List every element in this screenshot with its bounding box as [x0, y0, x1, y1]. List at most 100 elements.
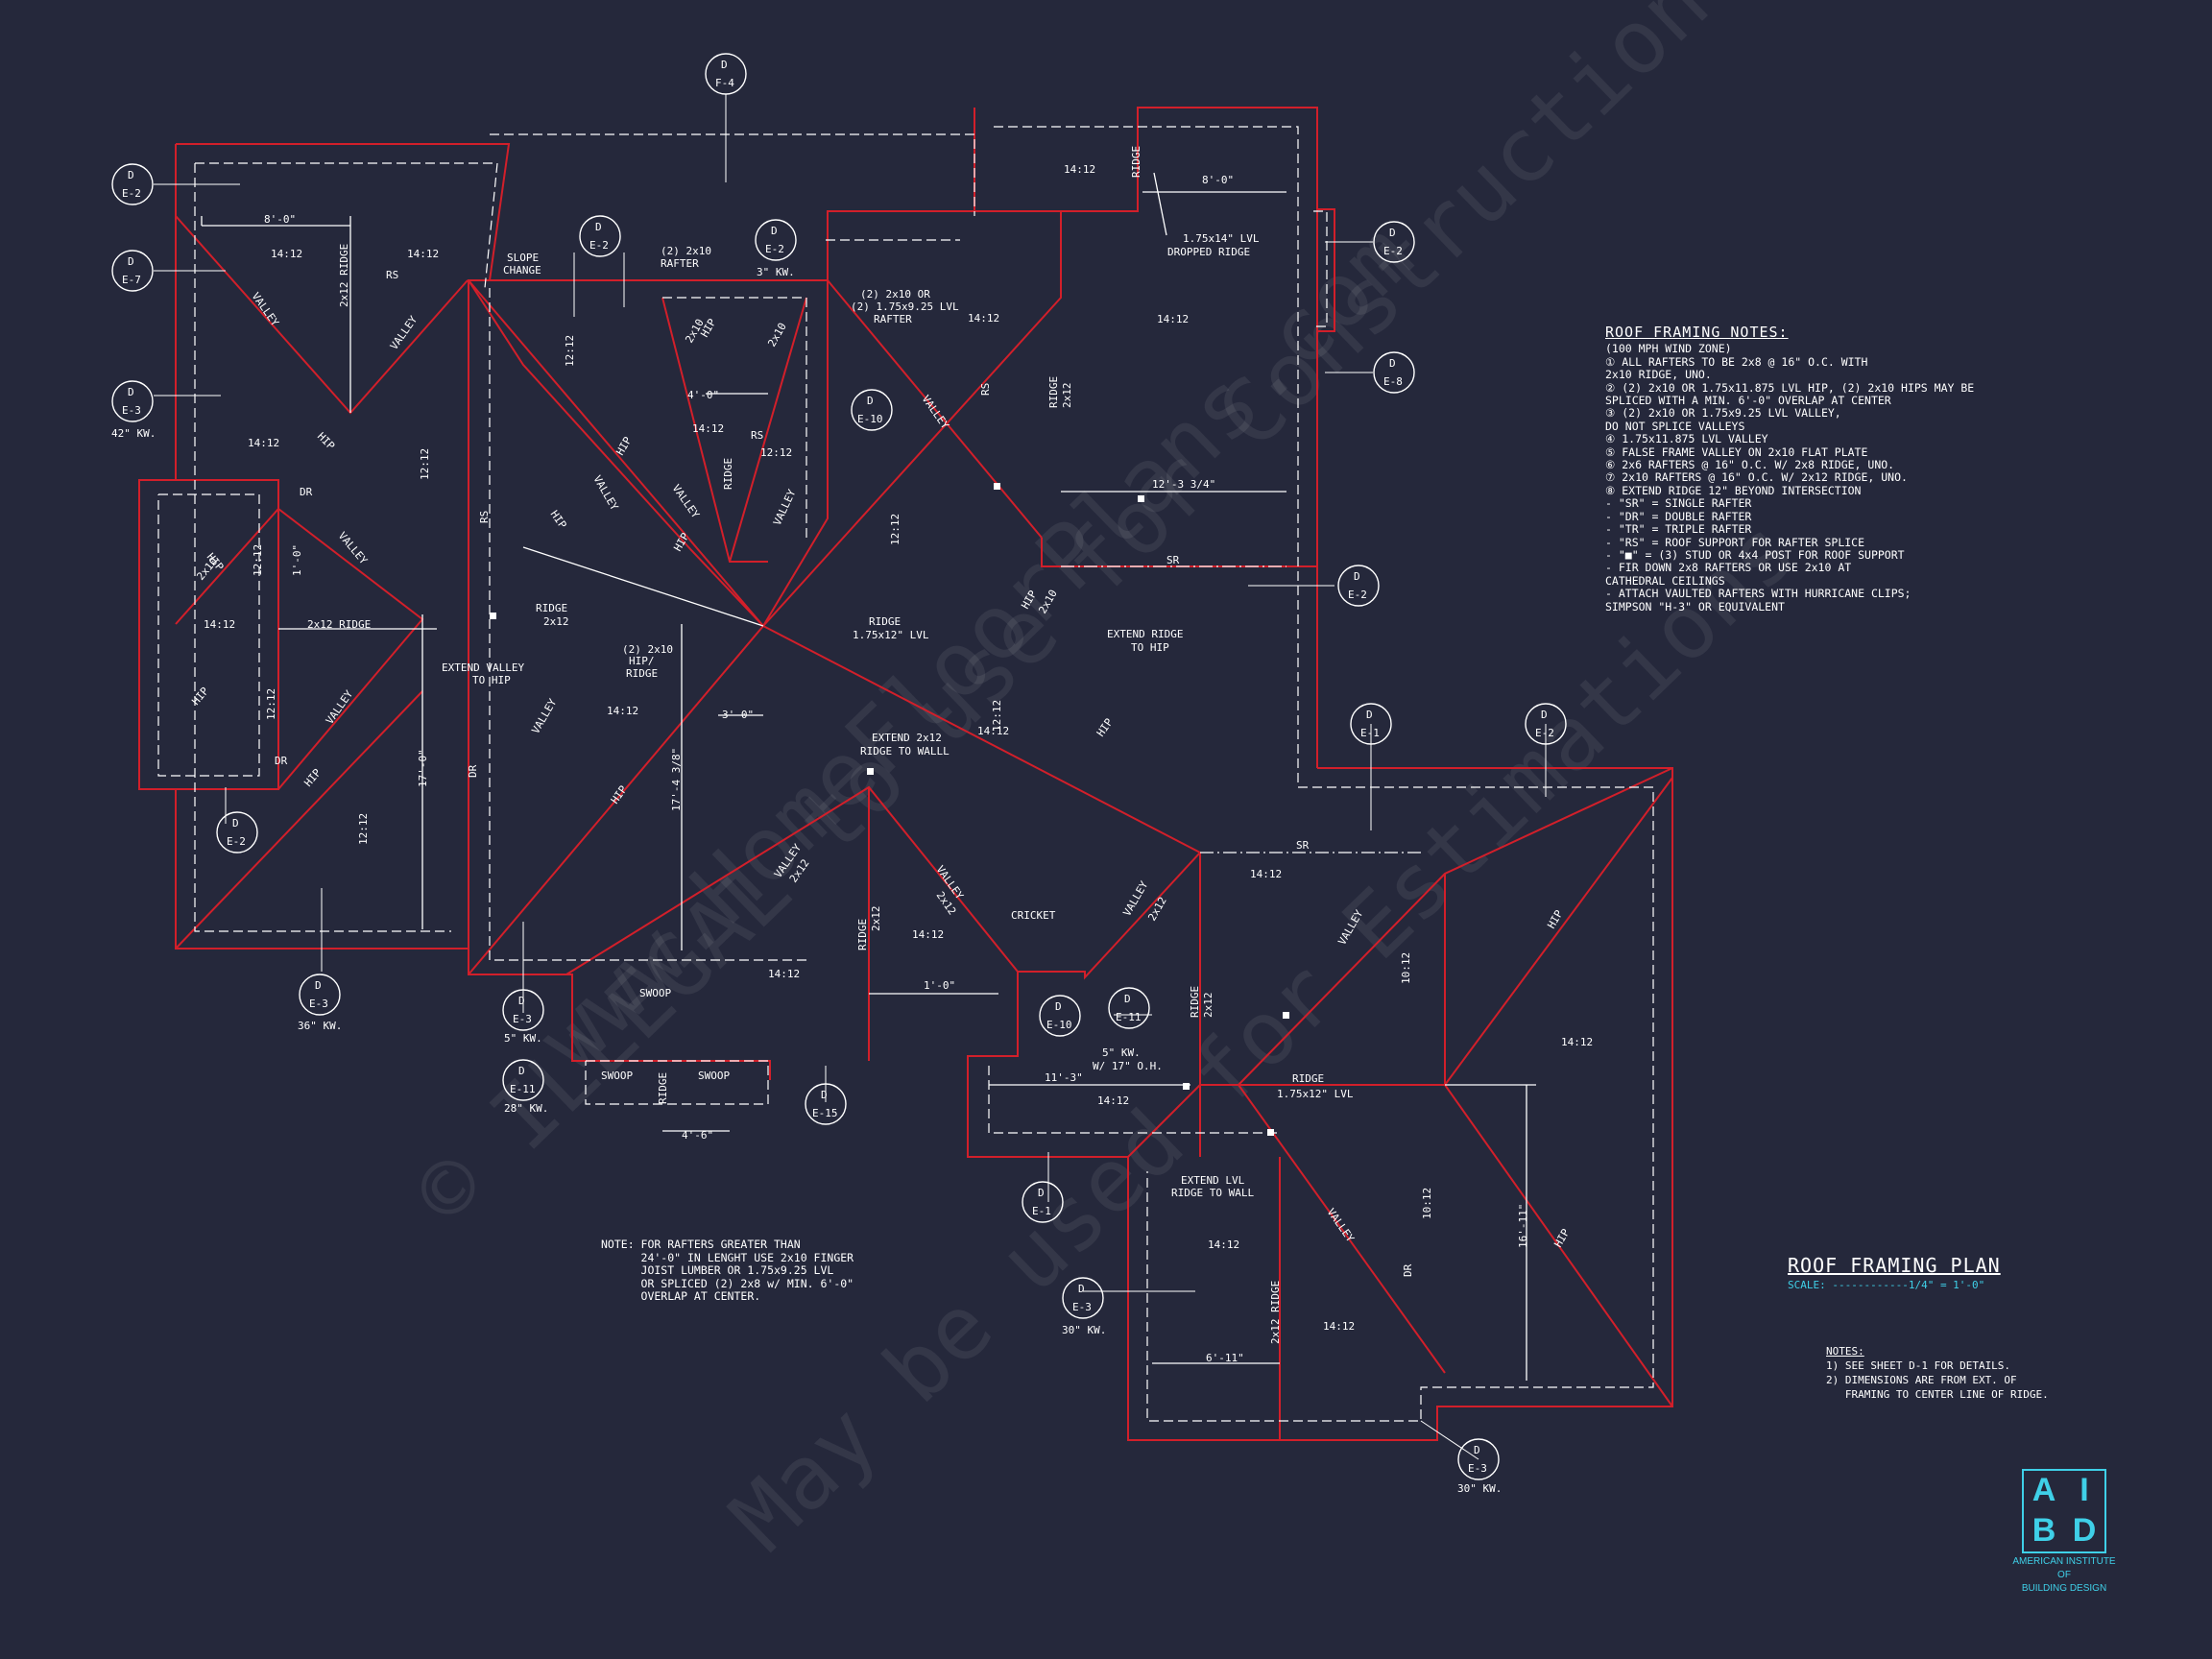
plan-label: HIP	[698, 316, 718, 339]
note-line: SIMPSON "H-3" OR EQUIVALENT	[1605, 599, 1785, 613]
plan-label: 14:12	[1157, 313, 1189, 325]
tag-7-b: E-2	[765, 243, 784, 255]
plan-label: HIP/	[629, 655, 655, 667]
plan-label: EXTEND 2x12	[872, 732, 942, 744]
rafter-note-line: NOTE: FOR RAFTERS GREATER THAN	[601, 1238, 801, 1251]
tag-10-a: D	[1389, 227, 1396, 239]
roof-support-posts	[490, 483, 1289, 1136]
plan-label: 36" KW.	[298, 1020, 342, 1032]
plan-label: 14:12	[271, 248, 302, 260]
wall-lines	[157, 126, 1654, 1422]
general-note-line: 2) DIMENSIONS ARE FROM EXT. OF	[1826, 1374, 2017, 1386]
tag-17-a: D	[821, 1089, 828, 1101]
general-notes-heading: NOTES:	[1826, 1345, 1864, 1358]
plan-label: 17'-0"	[417, 749, 429, 787]
title-block: ROOF FRAMING PLAN SCALE: ------------1/4…	[1788, 1254, 2104, 1291]
plan-label: 12:12	[991, 700, 1003, 732]
plan-label: HIP	[613, 434, 634, 457]
plan-label: SR	[1166, 554, 1180, 566]
tag-13-a: D	[1366, 709, 1373, 721]
plan-label: 42" KW.	[111, 427, 156, 440]
plan-label: HIP	[671, 530, 691, 553]
plan-label: VALLEY	[529, 696, 559, 735]
plan-label: 1.75x12" LVL	[1277, 1088, 1354, 1100]
plan-label: RIDGE	[1189, 986, 1201, 1018]
plan-label: RIDGE TO WALLL	[860, 745, 950, 757]
plan-label: 2x12	[870, 906, 882, 932]
rafter-note-line: OR SPLICED (2) 2x8 w/ MIN. 6'-0"	[601, 1276, 854, 1290]
tag-4-a: D	[232, 817, 239, 830]
plan-label: 14:12	[1250, 868, 1282, 880]
plan-label: 2x12 RIDGE	[307, 618, 371, 631]
plan-label: HIP	[1551, 1226, 1572, 1249]
plan-label: 2x12	[1202, 993, 1214, 1019]
tag-20-b: E-1	[1032, 1205, 1051, 1217]
plan-label: 14:12	[607, 705, 638, 717]
plan-label: RS	[478, 511, 491, 523]
plan-label: RIDGE	[1047, 376, 1060, 408]
plan-label: VALLEY	[336, 530, 371, 567]
plan-label: RIDGE TO WALL	[1171, 1187, 1254, 1199]
note-line: ① ALL RAFTERS TO BE 2x8 @ 16" O.C. WITH	[1605, 354, 1868, 369]
note-line: - "TR" = TRIPLE RAFTER	[1605, 522, 1752, 537]
tag-1-b: E-2	[122, 187, 141, 200]
note-line: ⑦ 2x10 RAFTERS @ 16" O.C. W/ 2x12 RIDGE,…	[1605, 470, 1908, 485]
tag-leaders	[154, 94, 1547, 1460]
tag-13-b: E-1	[1360, 727, 1380, 739]
plan-label: SLOPE	[507, 252, 539, 264]
plan-label: 14:12	[1561, 1036, 1593, 1048]
logo-caption-2: OF	[2057, 1570, 2071, 1580]
logo-mark: A I B D	[2022, 1469, 2106, 1553]
plan-label: TO HIP	[1131, 641, 1169, 654]
plan-label: VALLEY	[590, 473, 620, 513]
plan-label: DROPPED RIDGE	[1167, 246, 1250, 258]
plan-label: RAFTER	[874, 313, 912, 325]
plan-label: 2x12	[1145, 895, 1169, 923]
plan-label: (2) 2x10 OR	[860, 288, 930, 301]
tag-22-b: E-3	[1468, 1462, 1487, 1475]
plan-label: SWOOP	[639, 987, 671, 999]
tag-12-b: E-2	[1348, 589, 1367, 601]
section-tags	[111, 53, 1567, 1480]
plan-label: 14:12	[407, 248, 439, 260]
tag-18-a: D	[1055, 1000, 1062, 1013]
tag-22-a: D	[1474, 1444, 1480, 1456]
tag-4-b: E-2	[227, 835, 246, 848]
roof-framing-notes-title: ROOF FRAMING NOTES:	[1605, 324, 1789, 341]
plan-label: 12:12	[419, 448, 431, 480]
note-line: ② (2) 2x10 OR 1.75x11.875 LVL HIP, (2) 2…	[1605, 380, 1975, 395]
section-tag-labels: D E-2 D E-7 D E-3 D E-2 D E-3 D F-4 D E-…	[122, 59, 1554, 1475]
general-note-line: 1) SEE SHEET D-1 FOR DETAILS.	[1826, 1359, 2011, 1372]
logo-letter: D	[2072, 1512, 2097, 1549]
logo-letter: I	[2080, 1472, 2089, 1508]
tag-8-b: E-2	[589, 239, 609, 252]
plan-label: DR	[1402, 1263, 1414, 1277]
rafter-length-note: NOTE: FOR RAFTERS GREATER THAN 24'-0" IN…	[601, 1238, 918, 1304]
general-note-line: FRAMING TO CENTER LINE OF RIDGE.	[1826, 1388, 2049, 1401]
plan-label: CHANGE	[503, 264, 541, 276]
plan-label: 4'-0"	[687, 389, 719, 401]
plan-label: RIDGE	[1292, 1072, 1324, 1085]
tag-14-b: E-2	[1535, 727, 1554, 739]
plan-label: 16'-11"	[1517, 1204, 1529, 1248]
tag-6-b: F-4	[715, 77, 734, 89]
tag-2-b: E-7	[122, 274, 141, 286]
plan-label: DR	[275, 755, 288, 767]
plan-label: 3'-0"	[722, 709, 754, 721]
note-line: 2x10 RIDGE, UNO.	[1605, 368, 1712, 382]
framing-lines	[201, 172, 1536, 1381]
aibd-logo: A I B D AMERICAN INSTITUTE OF BUILDING D…	[2003, 1469, 2126, 1594]
plan-label: VALLEY	[324, 687, 356, 726]
plan-label: 14:12	[204, 618, 235, 631]
tag-19-a: D	[1124, 993, 1131, 1005]
plan-label: RS	[751, 429, 763, 442]
plan-label: 10:12	[1400, 952, 1412, 984]
logo-letter: B	[2032, 1512, 2056, 1549]
plan-label: VALLEY	[250, 290, 282, 328]
tag-9-b: E-10	[857, 413, 883, 425]
plan-label: 12:12	[564, 335, 576, 367]
tag-11-a: D	[1389, 357, 1396, 370]
plan-label: 12:12	[760, 446, 792, 459]
plan-label: HIP	[301, 766, 324, 789]
tag-9-a: D	[867, 395, 874, 407]
